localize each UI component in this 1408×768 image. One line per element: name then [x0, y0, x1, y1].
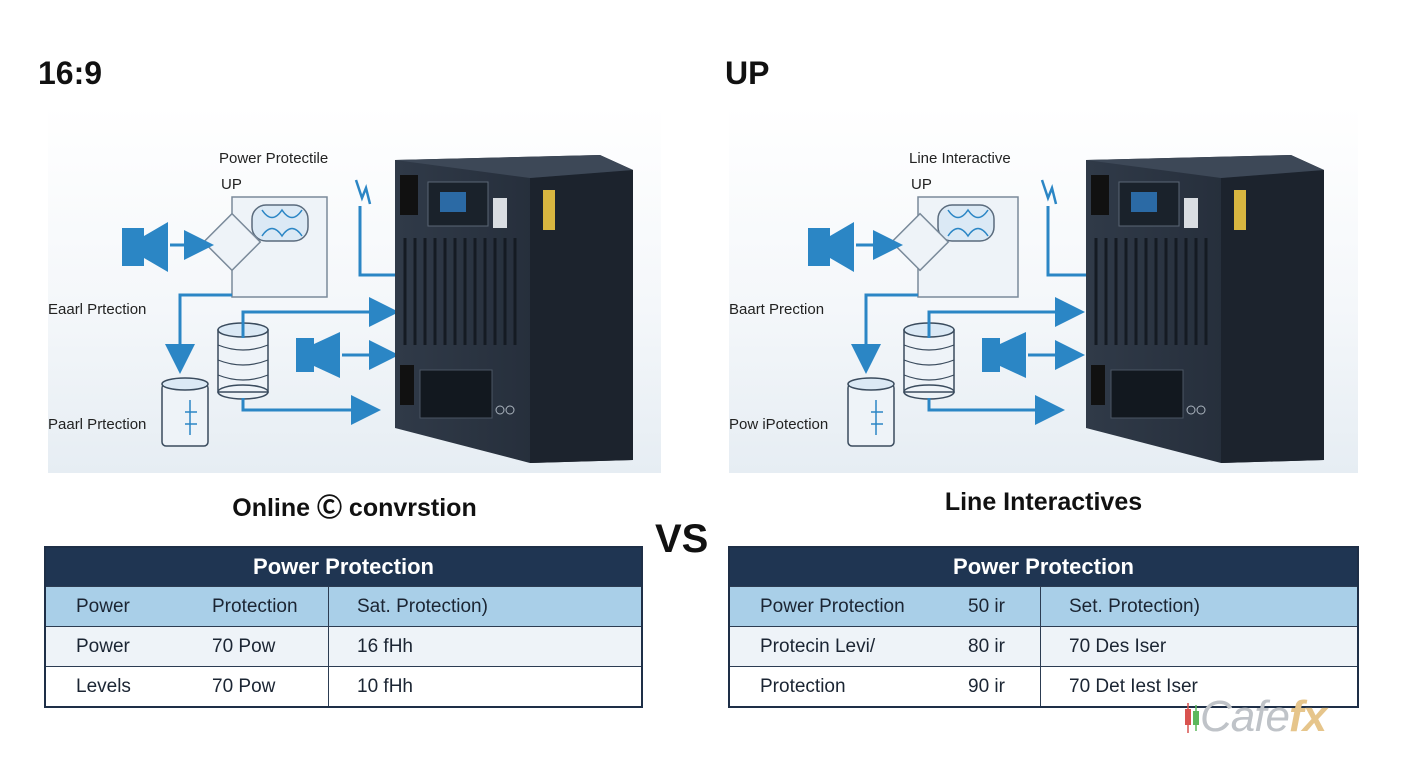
right-label-up: UP: [911, 176, 932, 193]
table-cell: 50 ir: [938, 586, 1041, 627]
right-diagram: [808, 155, 1324, 463]
right-table-title: Power Protection: [729, 547, 1358, 587]
right-label-mid: Baart Prection: [729, 301, 825, 318]
brand-logo: Cafefx: [1184, 692, 1327, 742]
plug-icon-r: [808, 222, 854, 272]
table-cell: Protecin Levi/: [729, 626, 938, 667]
plug-icon-r2: [982, 332, 1026, 378]
table-row: Power Protection 50 ir Set. Protection): [729, 586, 1358, 627]
table-cell: 70 Pow: [182, 666, 329, 707]
table-cell: 70 Det Iest Iser: [1040, 666, 1358, 707]
left-heading: 16:9: [38, 55, 103, 91]
left-label-bottom: Paarl Prtection: [48, 416, 147, 433]
left-label-mid: Eaarl Prtection: [48, 301, 147, 318]
vs-label: VS: [655, 517, 709, 561]
table-cell: 70 Pow: [182, 626, 329, 667]
battery-cell-icon: [161, 377, 209, 447]
left-subtitle: Online Ⓒ convrstion: [232, 494, 477, 522]
lightning-icon-r: [1040, 179, 1058, 205]
logo-text: Cafe: [1200, 692, 1290, 741]
table-cell: Protection: [729, 666, 938, 707]
left-table-title: Power Protection: [45, 547, 642, 587]
table-cell: Levels: [45, 666, 182, 707]
battery-cell-icon-r: [847, 377, 895, 447]
right-label-top: Line Interactive: [909, 150, 1011, 167]
table-row: Power Protection Sat. Protection): [45, 586, 642, 627]
table-cell: 10 fHh: [328, 666, 642, 707]
ups-cabinet-r: [1086, 155, 1324, 463]
left-label-top: Power Protectile: [219, 150, 329, 167]
left-comparison-table: Power Protection Power Protection Sat. P…: [44, 546, 643, 708]
candlestick-icon: [1185, 703, 1199, 733]
ups-cabinet: [395, 155, 633, 463]
table-row: Protection 90 ir 70 Det Iest Iser: [729, 666, 1358, 707]
table-cell: Power: [45, 626, 182, 667]
table-cell: Power Protection: [729, 586, 938, 627]
table-cell: 90 ir: [938, 666, 1041, 707]
plug-icon-2: [296, 332, 340, 378]
table-cell: 16 fHh: [328, 626, 642, 667]
table-cell: Sat. Protection): [328, 586, 642, 627]
table-row: Levels 70 Pow 10 fHh: [45, 666, 642, 707]
table-row: Protecin Levi/ 80 ir 70 Des Iser: [729, 626, 1358, 667]
table-cell: Power: [45, 586, 182, 627]
right-comparison-table: Power Protection Power Protection 50 ir …: [728, 546, 1359, 708]
left-label-up: UP: [221, 176, 242, 193]
right-heading: UP: [725, 55, 770, 91]
table-cell: 80 ir: [938, 626, 1041, 667]
logo-suffix: fx: [1288, 692, 1327, 741]
right-subtitle: Line Interactives: [944, 488, 1143, 516]
table-cell: 70 Des Iser: [1040, 626, 1358, 667]
table-row: Power 70 Pow 16 fHh: [45, 626, 642, 667]
right-label-bottom: Pow iPotection: [729, 416, 829, 433]
lightning-icon: [354, 179, 372, 205]
table-cell: Protection: [182, 586, 329, 627]
plug-icon: [122, 222, 168, 272]
table-cell: Set. Protection): [1040, 586, 1358, 627]
left-diagram: [122, 155, 633, 463]
